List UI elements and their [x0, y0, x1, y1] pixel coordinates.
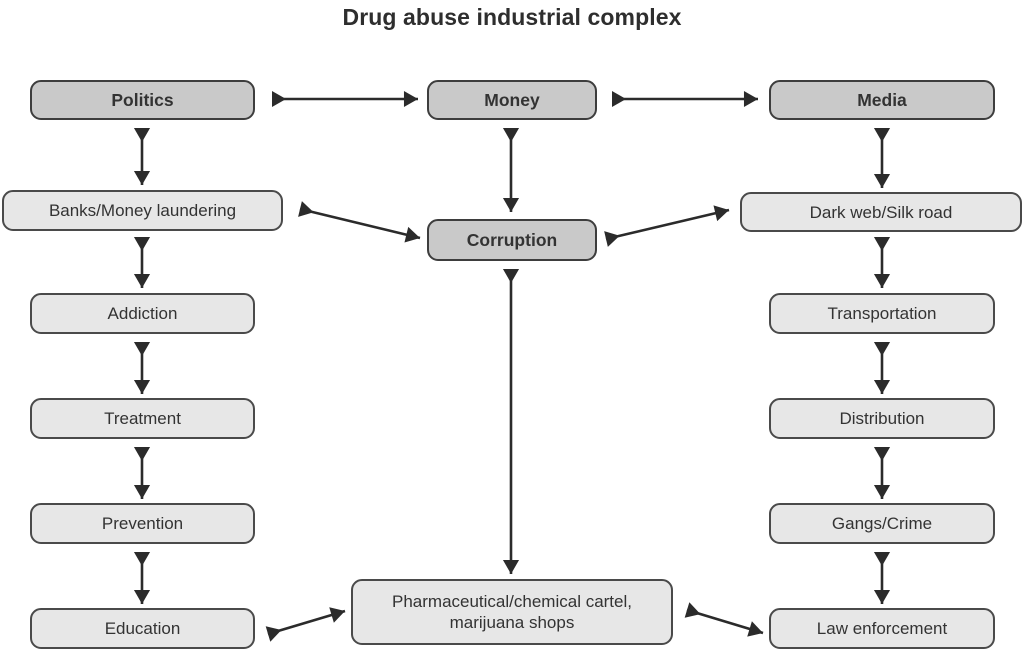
node-gangs-label: Gangs/Crime	[831, 514, 933, 533]
node-pharmaceutical-cartel[interactable]: Pharmaceutical/chemical cartel, marijuan…	[351, 579, 673, 645]
node-media[interactable]: Media	[769, 80, 995, 120]
node-politics-label: Politics	[111, 89, 174, 110]
node-politics[interactable]: Politics	[30, 80, 255, 120]
node-corruption-label: Corruption	[466, 229, 558, 250]
node-law-label: Law enforcement	[816, 619, 948, 638]
node-dark-web-silk-road[interactable]: Dark web/Silk road	[740, 192, 1022, 232]
node-cartel-label: Pharmaceutical/chemical cartel, marijuan…	[392, 592, 632, 632]
node-education[interactable]: Education	[30, 608, 255, 649]
node-prevention[interactable]: Prevention	[30, 503, 255, 544]
node-banks-money-laundering[interactable]: Banks/Money laundering	[2, 190, 283, 231]
node-distribution[interactable]: Distribution	[769, 398, 995, 439]
arrow-cartel-law	[684, 602, 764, 637]
node-darkweb-label: Dark web/Silk road	[809, 202, 953, 222]
node-prevention-label: Prevention	[101, 514, 184, 533]
node-addiction-label: Addiction	[107, 304, 178, 323]
node-money-label: Money	[484, 89, 540, 110]
node-education-label: Education	[104, 619, 181, 638]
page-title: Drug abuse industrial complex	[342, 4, 682, 30]
node-addiction[interactable]: Addiction	[30, 293, 255, 334]
arrow-banks-corruption	[298, 201, 421, 243]
node-media-label: Media	[857, 89, 907, 110]
node-money[interactable]: Money	[427, 80, 597, 120]
node-gangs-crime[interactable]: Gangs/Crime	[769, 503, 995, 544]
node-distribution-label: Distribution	[839, 409, 925, 428]
arrow-corruption-darkweb	[604, 205, 730, 247]
node-law-enforcement[interactable]: Law enforcement	[769, 608, 995, 649]
node-treatment[interactable]: Treatment	[30, 398, 255, 439]
node-treatment-label: Treatment	[104, 409, 181, 428]
arrow-education-cartel	[265, 607, 346, 642]
node-banks-label: Banks/Money laundering	[48, 201, 237, 220]
node-transportation[interactable]: Transportation	[769, 293, 995, 334]
node-transportation-label: Transportation	[827, 304, 937, 323]
node-corruption[interactable]: Corruption	[427, 219, 597, 261]
